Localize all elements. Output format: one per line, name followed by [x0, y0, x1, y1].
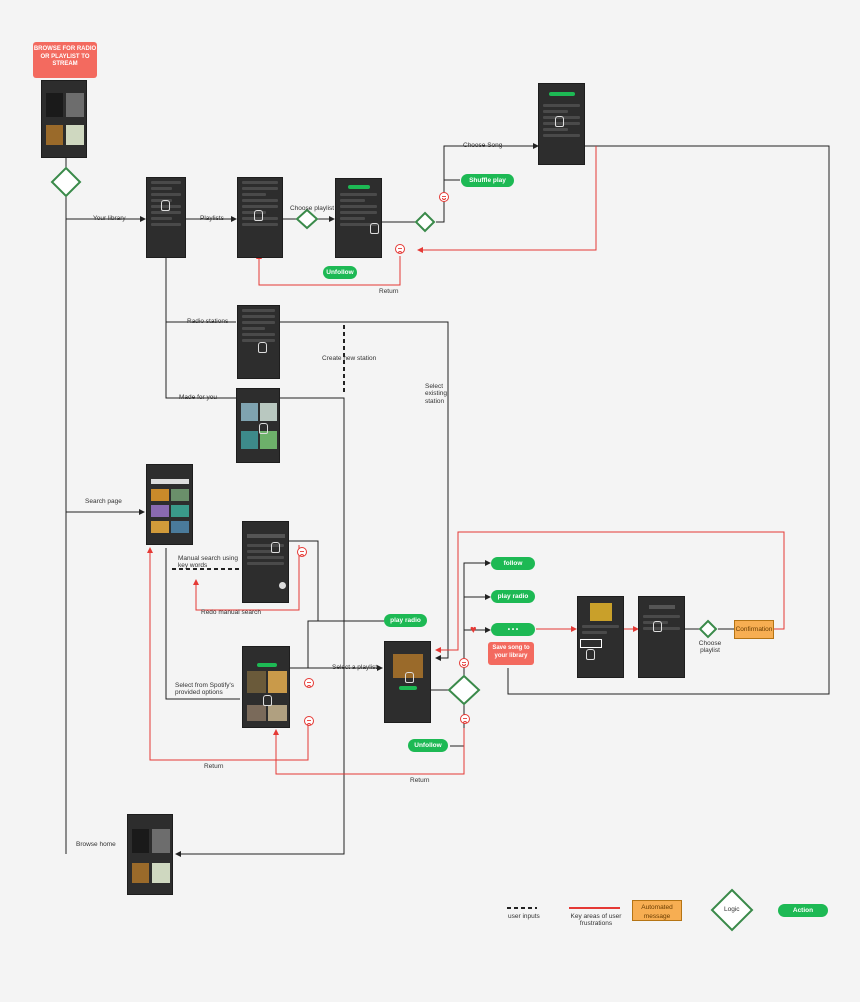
label-choose-playlist: Choose playlist — [290, 205, 335, 212]
start-box: BROWSE FOR RADIO OR PLAYLIST TO STREAM — [33, 42, 97, 78]
screen-search-page — [146, 464, 193, 545]
legend-logic: Logic — [724, 906, 740, 913]
logic-diamond-start — [50, 166, 82, 198]
label-return-1: Return — [379, 288, 399, 295]
legend-action-pill: Action — [778, 904, 828, 917]
heart-icon: ♥ — [470, 624, 477, 636]
screen-song-options — [538, 83, 585, 165]
label-search-page: Search page — [85, 498, 122, 505]
screen-playlist-player — [384, 641, 431, 723]
face-sad-icon — [297, 547, 307, 557]
face-sad-icon — [304, 716, 314, 726]
face-happy-icon — [439, 192, 449, 202]
play-radio-action-1: play radio — [491, 590, 535, 603]
more-options-action: • • • — [491, 623, 535, 636]
logic-diamond-choose-playlist-2 — [698, 619, 718, 639]
legend-automated-box: Automated message — [632, 900, 682, 921]
label-choose-playlist-2: Choose playlist — [698, 640, 722, 655]
label-return-2: Return — [204, 763, 224, 770]
unfollow-action-2: Unfollow — [408, 739, 448, 752]
label-select-a-playlist: Select a playlist — [332, 664, 378, 671]
label-radio-stations: Radio stations — [187, 318, 229, 325]
legend-user-inputs: user inputs — [508, 913, 540, 920]
label-your-library: Your library — [93, 215, 126, 222]
face-sad-icon — [460, 714, 470, 724]
screen-playlist-detail — [335, 178, 382, 258]
label-redo-manual-search: Redo manual search — [201, 609, 261, 616]
legend-logic-diamond — [710, 888, 754, 932]
logic-diamond-choose-playlist — [295, 208, 319, 230]
label-return-3: Return — [410, 777, 430, 784]
play-radio-action-2: play radio — [384, 614, 427, 627]
screen-spotify-options — [242, 646, 290, 728]
screen-radio-stations — [237, 305, 280, 379]
save-song-box: Save song to your library — [488, 642, 534, 665]
legend-frustrations: Key areas of user frustrations — [570, 913, 622, 928]
screen-add-to-playlist — [638, 596, 685, 678]
screen-browse-home-top — [41, 80, 87, 158]
unfollow-action-1: Unfollow — [323, 266, 357, 279]
face-sad-icon — [304, 678, 314, 688]
logic-diamond-playlist — [414, 211, 436, 233]
confirmation-message: Confirmation — [734, 620, 774, 639]
label-select-from-spotify: Select from Spotify's provided options — [175, 682, 235, 697]
face-sad-icon — [395, 244, 405, 254]
shuffle-play-action: Shuffle play — [461, 174, 514, 187]
face-happy-icon — [459, 658, 469, 668]
label-create-new-station: Create new station — [322, 355, 377, 362]
label-manual-search: Manual search using key words — [178, 555, 238, 570]
logic-diamond-radio — [447, 674, 481, 706]
screen-browse-home-bottom — [127, 814, 173, 895]
screen-song-more — [577, 596, 624, 678]
label-select-existing-station: Select existing station — [425, 383, 448, 405]
label-playlists: Playlists — [200, 215, 224, 222]
label-choose-song: Choose Song — [463, 142, 503, 149]
screen-your-library — [146, 177, 186, 258]
label-made-for-you: Made for you — [179, 394, 217, 401]
screen-playlists — [237, 177, 283, 258]
screen-manual-search — [242, 521, 289, 603]
screen-made-for-you — [236, 388, 280, 463]
label-browse-home: Browse home — [76, 841, 116, 848]
follow-action: follow — [491, 557, 535, 570]
